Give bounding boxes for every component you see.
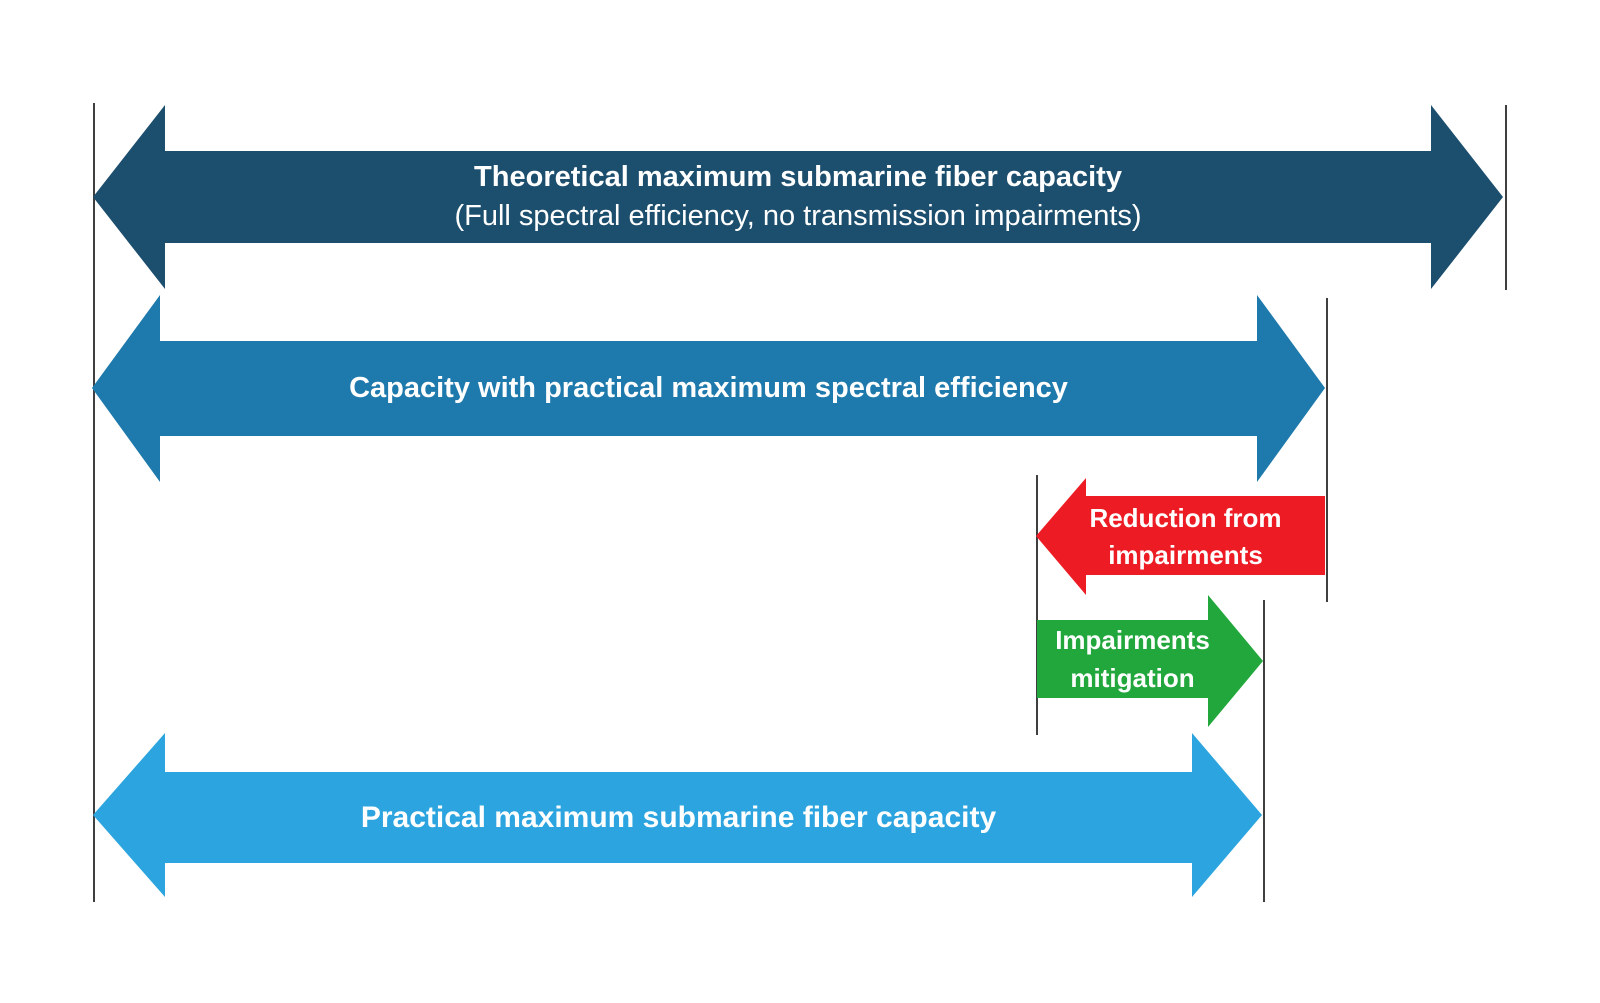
reduction-arrow: [1036, 478, 1325, 595]
theoretical-capacity-arrow: [93, 105, 1503, 289]
mitigation-arrow: [1037, 595, 1263, 727]
practical-se-arrow: [92, 295, 1325, 482]
practical-capacity-arrow: [93, 733, 1262, 897]
